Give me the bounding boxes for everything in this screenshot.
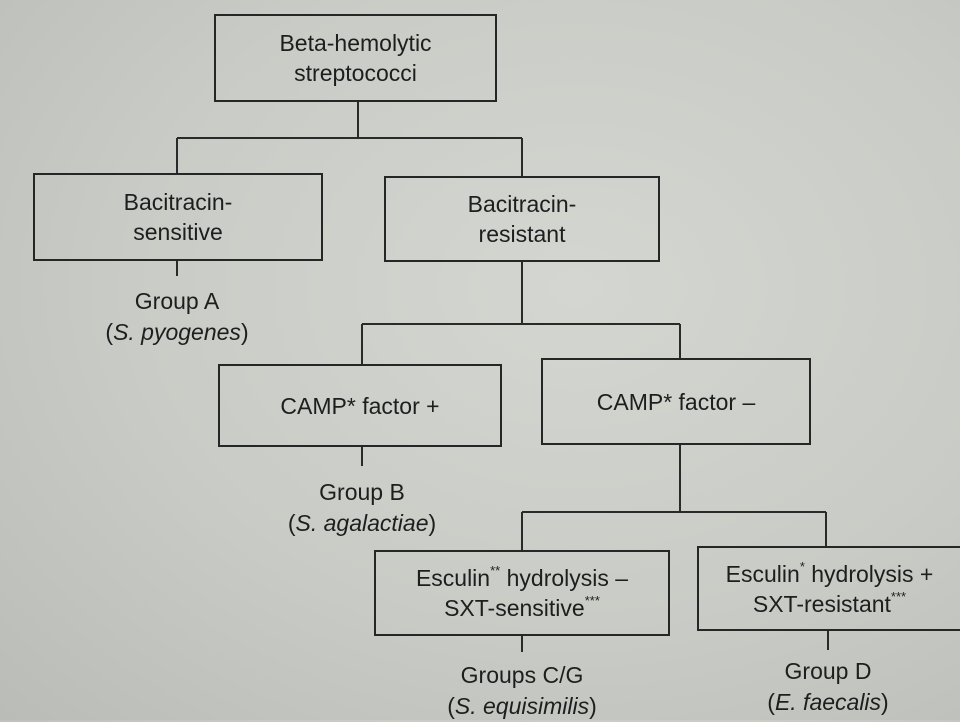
node-bacitracin-sensitive: Bacitracin- sensitive	[33, 173, 323, 261]
result-group-d-species: E. faecalis	[774, 689, 882, 715]
result-group-b-label: Group B	[319, 479, 405, 505]
result-group-d-species-line: (E. faecalis)	[740, 687, 916, 718]
node-esculin-negative-line2: SXT-sensitive***	[444, 593, 600, 623]
paren-close: )	[881, 689, 889, 715]
sxt-sensitive-word: SXT-sensitive	[444, 595, 585, 621]
node-beta-hemolytic-streptococci: Beta-hemolytic streptococci	[214, 14, 497, 102]
node-camp-factor-negative: CAMP* factor –	[541, 358, 811, 445]
esculin-negative-word: Esculin	[415, 565, 491, 591]
result-group-b-species: S. agalactiae	[295, 510, 429, 536]
result-group-a-species-line: (S. pyogenes)	[60, 317, 294, 348]
node-bacitracin-sensitive-line2: sensitive	[133, 219, 223, 245]
esculin-positive-word: Esculin	[725, 560, 800, 587]
node-esculin-negative-line1: Esculin** hydrolysis –	[416, 563, 628, 593]
footnote-marker: ***	[584, 593, 600, 609]
paren-open: (	[287, 510, 296, 536]
result-groups-cg: Groups C/G (S. equisimilis)	[410, 660, 634, 722]
result-group-b: Group B (S. agalactiae)	[240, 477, 484, 539]
sxt-resistant-word: SXT-resistant	[752, 590, 891, 617]
paren-close: )	[589, 693, 597, 719]
node-bacitracin-resistant-line2: resistant	[478, 221, 566, 247]
esculin-positive-rest: hydrolysis +	[804, 560, 934, 587]
node-camp-negative-label: CAMP* factor –	[596, 388, 756, 415]
result-group-a-label: Group A	[134, 288, 220, 314]
result-group-d: Group D (E. faecalis)	[740, 656, 916, 718]
result-group-a-species: S. pyogenes	[113, 319, 241, 345]
paren-close: )	[428, 510, 437, 536]
paren-close: )	[240, 319, 249, 345]
result-groups-cg-species: S. equisimilis	[454, 693, 590, 719]
esculin-negative-rest: hydrolysis –	[500, 565, 629, 591]
paren-open: (	[767, 689, 775, 715]
node-bacitracin-sensitive-line1: Bacitracin-	[123, 189, 233, 215]
node-bacitracin-resistant: Bacitracin- resistant	[384, 176, 660, 262]
node-esculin-negative-sxt-sensitive: Esculin** hydrolysis – SXT-sensitive***	[374, 550, 670, 636]
node-camp-positive-label: CAMP* factor +	[280, 392, 440, 419]
footnote-marker: *	[799, 558, 805, 574]
result-group-a: Group A (S. pyogenes)	[60, 286, 294, 348]
paren-open: (	[447, 693, 455, 719]
footnote-marker: **	[490, 563, 501, 579]
node-root-line1: Beta-hemolytic	[279, 30, 432, 56]
result-groups-cg-label: Groups C/G	[460, 662, 584, 688]
node-camp-factor-positive: CAMP* factor +	[218, 364, 502, 447]
footnote-marker: ***	[890, 588, 907, 604]
result-group-d-label: Group D	[784, 658, 872, 684]
node-root-line2: streptococci	[294, 60, 417, 86]
result-groups-cg-species-line: (S. equisimilis)	[410, 691, 634, 722]
node-esculin-positive-sxt-resistant: Esculin* hydrolysis + SXT-resistant***	[697, 546, 960, 631]
node-esculin-positive-line1: Esculin* hydrolysis +	[726, 559, 934, 589]
node-bacitracin-resistant-line1: Bacitracin-	[467, 191, 577, 217]
node-esculin-positive-line2: SXT-resistant***	[753, 589, 906, 619]
result-group-b-species-line: (S. agalactiae)	[240, 508, 484, 539]
paren-open: (	[105, 319, 114, 345]
